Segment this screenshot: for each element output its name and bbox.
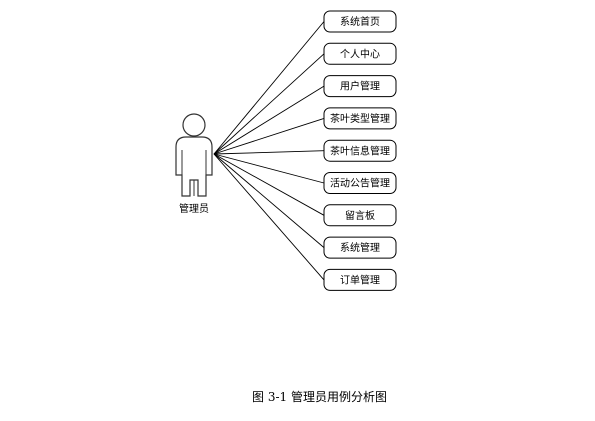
actor-head <box>182 113 206 137</box>
person-icon <box>175 113 213 197</box>
connector-lines <box>213 21 325 281</box>
use-case-label: 茶叶信息管理 <box>330 144 390 157</box>
use-case-box <box>323 107 397 130</box>
actor-body <box>175 136 213 197</box>
use-case-box <box>323 172 397 194</box>
use-case-label: 个人中心 <box>340 47 380 60</box>
connector-line <box>213 21 325 155</box>
use-case-label: 活动公告管理 <box>330 177 390 190</box>
use-case-item: 茶叶类型管理 <box>323 107 397 130</box>
use-case-box <box>323 42 397 65</box>
connector-line <box>213 153 325 184</box>
use-case-item: 系统管理 <box>323 236 397 259</box>
use-case-label: 茶叶类型管理 <box>330 112 390 125</box>
connector-line <box>213 85 325 155</box>
use-case-label: 系统首页 <box>340 15 380 28</box>
connector-line <box>213 117 325 155</box>
use-case-list: 系统首页个人中心用户管理茶叶类型管理茶叶信息管理活动公告管理留言板系统管理订单管… <box>323 10 397 291</box>
use-case-item: 系统首页 <box>323 10 397 33</box>
connector-line <box>213 53 325 155</box>
use-case-box <box>323 75 397 98</box>
use-case-item: 茶叶信息管理 <box>323 139 397 162</box>
use-case-item: 用户管理 <box>323 75 397 98</box>
use-case-label: 用户管理 <box>340 80 380 93</box>
connector-line <box>213 150 325 155</box>
figure-caption: 图 3-1 管理员用例分析图 <box>252 390 387 404</box>
use-case-label: 订单管理 <box>340 274 380 287</box>
actor-figure: 管理员 <box>175 113 213 215</box>
use-case-box <box>323 139 397 162</box>
use-case-box <box>323 236 397 259</box>
connector-line <box>213 153 325 216</box>
use-case-box <box>323 204 397 227</box>
connector-line <box>213 153 325 248</box>
use-case-label: 留言板 <box>345 209 375 222</box>
use-case-item: 个人中心 <box>323 42 397 65</box>
use-case-item: 订单管理 <box>323 268 397 291</box>
use-case-box <box>323 268 397 291</box>
use-case-item: 活动公告管理 <box>323 172 397 194</box>
use-case-box <box>323 10 397 33</box>
use-case-item: 留言板 <box>323 204 397 227</box>
actor-label: 管理员 <box>179 202 209 215</box>
connector-line <box>213 153 325 281</box>
use-case-label: 系统管理 <box>340 241 380 254</box>
